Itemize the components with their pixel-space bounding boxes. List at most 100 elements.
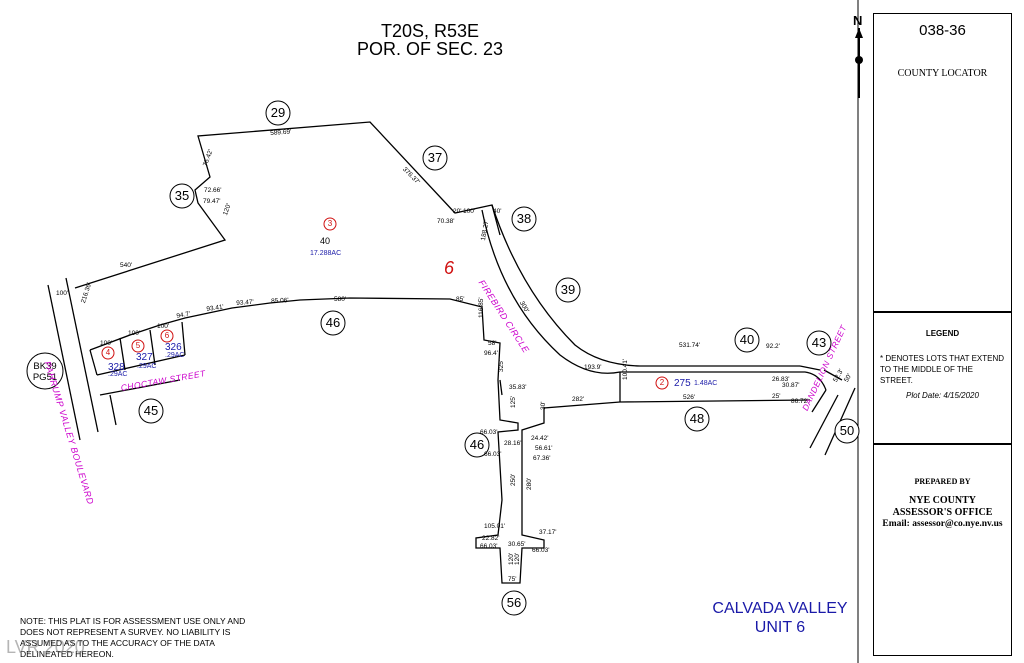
dimension-label: 531.74': [679, 342, 701, 349]
section-label: POR. OF SEC. 23: [356, 39, 504, 59]
map-number: 038-36: [919, 22, 966, 39]
office-line1: NYE COUNTY: [909, 495, 976, 506]
office-line2: ASSESSOR'S OFFICE: [892, 507, 993, 518]
dimension-label: 193.9': [584, 364, 602, 371]
dimension-label: 280': [526, 477, 533, 490]
dimension-label: 75': [508, 576, 517, 583]
adjacent-map-number: 56: [506, 595, 522, 610]
adjacent-map-number: 39: [560, 282, 576, 297]
parcel-number: 40: [320, 236, 331, 246]
north-arrow-icon: [855, 28, 863, 98]
adjacent-map-number: 45: [143, 403, 159, 418]
locator-title: COUNTY LOCATOR: [897, 68, 988, 79]
dimension-label: 100': [157, 323, 170, 330]
dimension-label: 72.66': [204, 187, 222, 194]
parcel-area: .29AC: [108, 371, 128, 378]
dimension-label: 22.82': [482, 535, 500, 542]
adjacent-map-number: 35: [174, 188, 190, 203]
adjacent-map-number: 40: [739, 332, 755, 347]
dimension-label: 25': [772, 393, 781, 400]
dimension-label: 282': [572, 396, 585, 403]
dimension-label: 100': [100, 340, 113, 347]
dimension-label: 580': [334, 296, 347, 303]
dimension-label: 116.85': [478, 297, 485, 318]
dimension-label: 589.69': [270, 128, 292, 137]
book-ref-line1: BK39: [33, 361, 57, 372]
parcel-area: .29AC: [165, 352, 185, 359]
lot-number: 3: [327, 219, 333, 228]
adjacent-map-number: 46: [469, 437, 485, 452]
dimension-label: 540': [120, 262, 133, 269]
adjacent-map-number: 48: [689, 411, 705, 426]
dimension-label: 100': [463, 208, 476, 215]
lot-number: 2: [659, 378, 665, 387]
dimension-label: 66.03': [480, 543, 498, 550]
adjacent-map-number: 46: [325, 315, 341, 330]
subdivision-line1: CALVADA VALLEY: [712, 600, 848, 617]
dimension-label: 37.17': [539, 529, 557, 536]
dimension-label: 40': [493, 208, 502, 215]
plot-date: Plot Date: 4/15/2020: [906, 391, 979, 400]
dimension-label: 526': [683, 394, 696, 401]
dimension-label: 96.4': [484, 350, 498, 357]
dimension-label: 67.36': [533, 455, 551, 462]
office-email[interactable]: Email: assessor@co.nye.nv.us: [882, 519, 1003, 529]
parcel-number: 328: [108, 362, 125, 373]
dimension-label: 325': [498, 359, 505, 372]
book-ref: BK39 PG51: [30, 361, 60, 383]
dimension-label: 56.61': [535, 445, 553, 452]
dimension-label: 92.2': [766, 343, 780, 350]
north-label: N: [853, 13, 863, 28]
book-ref-line2: PG51: [32, 372, 58, 383]
parcel-area: .29AC: [137, 363, 157, 370]
dimension-label: 93.47': [236, 298, 254, 307]
lot-number: 4: [105, 348, 111, 357]
adjacent-map-number: 29: [270, 105, 286, 120]
dimension-label: 30.65': [508, 541, 526, 548]
dimension-label: 100.41': [622, 358, 629, 380]
dimension-label: 30': [540, 401, 547, 410]
dimension-label: 86.72': [791, 398, 809, 405]
dimension-label: 20': [453, 208, 462, 215]
lot-number: 5: [135, 341, 141, 350]
parcel-number: 275: [674, 378, 691, 389]
dimension-label: 79.47': [203, 198, 221, 205]
dimension-label: 85.06': [271, 297, 289, 305]
adjacent-map-number: 43: [811, 335, 827, 350]
dimension-label: 24.42': [531, 435, 549, 442]
dimension-label: 28.16': [504, 440, 522, 447]
adjacent-map-number: 50: [839, 423, 855, 438]
prepared-by: PREPARED BY: [914, 477, 971, 486]
dimension-label: 58': [488, 340, 497, 347]
subdivision-line2: UNIT 6: [754, 619, 806, 636]
dimension-label: 125': [510, 395, 517, 408]
dimension-label: 250': [510, 473, 517, 486]
dimension-label: 66.03': [532, 547, 550, 554]
dimension-label: 35.83': [509, 384, 527, 391]
legend-panel: LEGEND * DENOTES LOTS THAT EXTEND TO THE…: [873, 312, 1012, 444]
adjacent-map-circles: [26, 100, 860, 616]
dimension-label: 120': [514, 552, 521, 565]
block-number: 6: [444, 258, 455, 278]
legend-note: * DENOTES LOTS THAT EXTEND TO THE MIDDLE…: [880, 354, 1005, 385]
locator-panel: 038-36 COUNTY LOCATOR: [873, 13, 1012, 312]
disclaimer-note: NOTE: THIS PLAT IS FOR ASSESSMENT USE ON…: [20, 616, 246, 659]
watermark: LVR 2020: [6, 637, 85, 657]
parcel-number: 327: [136, 352, 153, 363]
adjacent-map-number: 37: [427, 150, 443, 165]
dimension-label: 70.38': [437, 218, 455, 225]
prepared-panel: PREPARED BY NYE COUNTY ASSESSOR'S OFFICE…: [873, 444, 1012, 656]
dimension-label: 85': [456, 296, 465, 303]
parcel-area: 17.288AC: [310, 250, 342, 257]
dimension-label: 105.01': [484, 523, 506, 530]
dimension-label: 66.03': [484, 451, 502, 458]
dimension-label: 26.83': [772, 376, 790, 383]
parcel-area: 1.48AC: [694, 380, 718, 387]
dimension-label: 30.87': [782, 382, 800, 389]
parcel-number: 326: [165, 342, 182, 353]
dimension-label: 100': [56, 290, 69, 297]
lot-number: 6: [164, 331, 170, 340]
dimension-label: 100': [128, 330, 141, 337]
legend-title: LEGEND: [925, 329, 960, 338]
